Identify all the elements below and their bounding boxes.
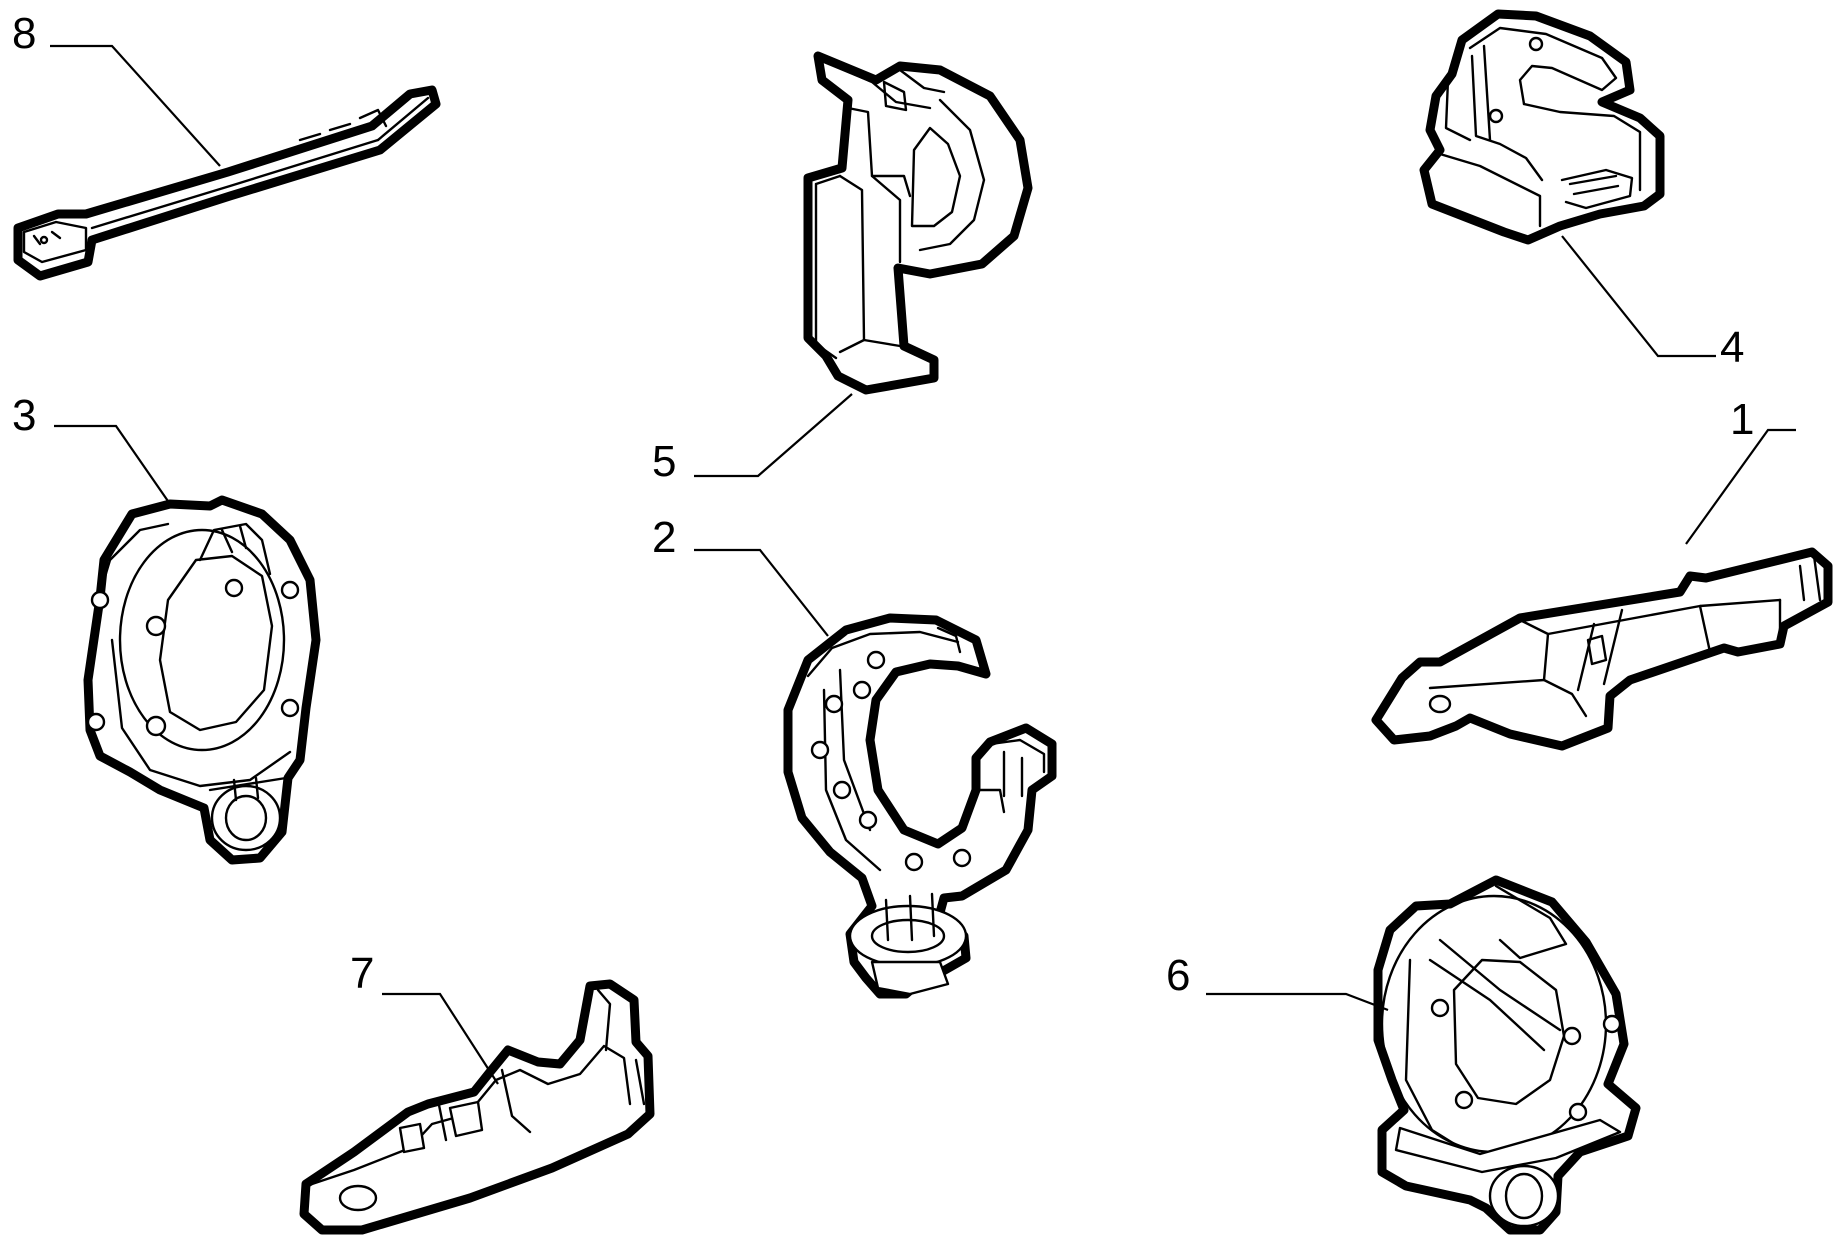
part-4-hook-clip — [1419, 9, 1665, 245]
part-5-p-clip — [803, 51, 1033, 395]
callout-label-4: 4 — [1720, 323, 1744, 372]
callout-5: 5 — [652, 393, 853, 486]
callout-3: 3 — [12, 391, 171, 505]
callout-2: 2 — [652, 513, 829, 637]
part-3-ring-clip — [83, 495, 321, 865]
callout-label-7: 7 — [350, 949, 374, 998]
callout-1: 1 — [1685, 395, 1796, 545]
part-2-c-clip — [783, 613, 1057, 999]
callout-7: 7 — [350, 949, 499, 1085]
callout-label-2: 2 — [652, 513, 676, 562]
callout-label-1: 1 — [1730, 395, 1754, 444]
part-8-cable-tie — [13, 85, 441, 281]
callout-label-6: 6 — [1166, 951, 1190, 1000]
callout-6: 6 — [1166, 951, 1389, 1012]
callout-label-8: 8 — [12, 9, 36, 58]
callout-4: 4 — [1561, 235, 1744, 372]
part-1-bracket-plate — [1371, 547, 1833, 751]
callout-label-3: 3 — [12, 391, 36, 440]
callout-label-5: 5 — [652, 437, 676, 486]
part-7-plate-clip — [299, 979, 655, 1235]
part-6-ring-clip-base — [1373, 875, 1641, 1235]
callout-8: 8 — [12, 9, 221, 167]
